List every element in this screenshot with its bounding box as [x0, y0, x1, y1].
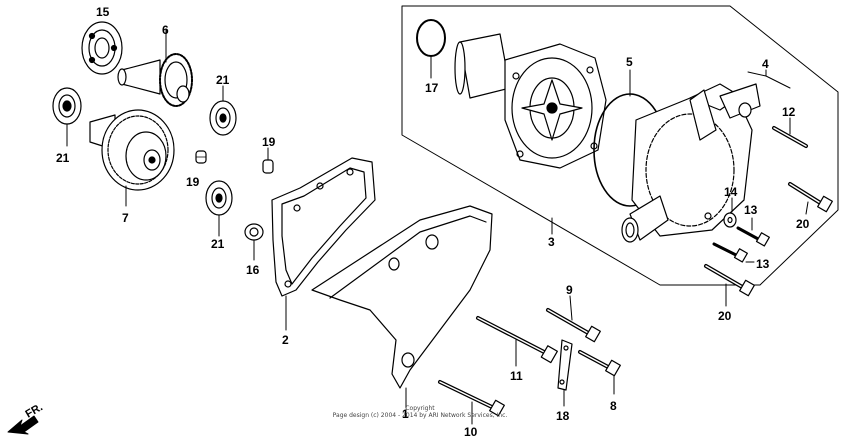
- label-8[interactable]: 8: [610, 399, 617, 413]
- bearing-21-lower[interactable]: [205, 180, 233, 237]
- label-11[interactable]: 11: [510, 369, 523, 383]
- copyright-line-2: Page design (c) 2004 - 2014 by ARI Netwo…: [332, 412, 508, 419]
- label-3[interactable]: 3: [548, 235, 555, 249]
- o-ring-17[interactable]: [416, 19, 446, 79]
- label-2[interactable]: 2: [282, 333, 289, 347]
- label-21-top[interactable]: 21: [216, 73, 230, 87]
- cover-1[interactable]: [311, 205, 493, 409]
- label-21-left[interactable]: 21: [56, 151, 70, 165]
- label-17[interactable]: 17: [425, 81, 439, 95]
- label-18[interactable]: 18: [556, 409, 570, 423]
- label-20-lower[interactable]: 20: [718, 309, 732, 323]
- clip-18[interactable]: [557, 339, 573, 407]
- copyright-line-1: Copyright: [405, 405, 435, 412]
- leader-4: [747, 69, 791, 89]
- bearing-21-mid[interactable]: [209, 85, 237, 136]
- bolt-11[interactable]: [476, 316, 558, 367]
- bolt-8[interactable]: [578, 350, 621, 395]
- dowel-pin-19-left[interactable]: [195, 150, 207, 164]
- label-5[interactable]: 5: [626, 55, 633, 69]
- label-10[interactable]: 10: [464, 425, 478, 439]
- fr-label: FR.: [24, 401, 45, 420]
- label-16[interactable]: 16: [246, 263, 260, 277]
- water-pump-body[interactable]: [454, 33, 607, 169]
- bolt-20-lower[interactable]: [704, 264, 755, 307]
- bearing-15[interactable]: [81, 21, 123, 75]
- label-7[interactable]: 7: [122, 211, 129, 225]
- front-direction-indicator: FR.: [7, 401, 45, 435]
- copyright-notice: Copyright Page design (c) 2004 - 2014 by…: [330, 405, 510, 419]
- pump-cover[interactable]: [621, 83, 761, 243]
- label-6[interactable]: 6: [162, 23, 169, 37]
- washer-14[interactable]: [723, 197, 737, 228]
- dowel-pin-19-right[interactable]: [262, 147, 274, 174]
- label-4[interactable]: 4: [762, 57, 769, 71]
- label-19-left[interactable]: 19: [186, 175, 200, 189]
- bolt-12[interactable]: [772, 117, 808, 148]
- bolt-13-lower[interactable]: [712, 242, 755, 263]
- label-21-lower[interactable]: 21: [211, 237, 225, 251]
- label-1[interactable]: 1: [402, 407, 409, 421]
- label-13-lower[interactable]: 13: [756, 257, 770, 271]
- label-9[interactable]: 9: [566, 283, 573, 297]
- bearing-21-left[interactable]: [52, 87, 82, 147]
- shaft-gear-6[interactable]: [117, 29, 193, 107]
- bolt-10[interactable]: [438, 380, 505, 425]
- bolt-13-upper[interactable]: [736, 217, 770, 247]
- label-14[interactable]: 14: [724, 185, 738, 199]
- bolt-20-upper[interactable]: [788, 182, 833, 215]
- part-labels: 15 6 21 21 21 7 19 19 16 2 1 17 5 4 12 3…: [56, 5, 810, 439]
- gasket-2[interactable]: [271, 157, 376, 331]
- bolt-9[interactable]: [546, 295, 601, 343]
- label-12[interactable]: 12: [782, 105, 796, 119]
- seal-16[interactable]: [244, 223, 264, 261]
- arrow-icon: [7, 415, 39, 435]
- label-19-right[interactable]: 19: [262, 135, 276, 149]
- label-20-upper[interactable]: 20: [796, 217, 810, 231]
- pump-assembly-boundary: [401, 5, 839, 286]
- gear-assembly-7[interactable]: [89, 109, 175, 207]
- label-13-upper[interactable]: 13: [744, 203, 758, 217]
- label-15[interactable]: 15: [96, 5, 110, 19]
